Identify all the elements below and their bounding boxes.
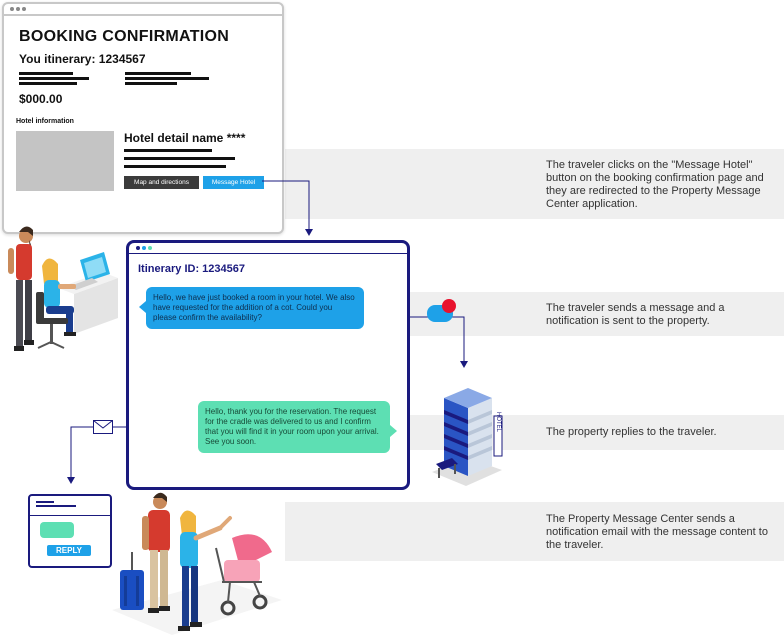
hotel-name: Hotel detail name **** (124, 131, 246, 145)
notification-bubble-icon (427, 299, 456, 322)
people-at-desk-illustration (8, 226, 118, 351)
hotel-info-label: Hotel information (16, 118, 74, 125)
email-message-bubble (40, 522, 74, 538)
placeholder-line (19, 82, 77, 85)
property-message-center-window: Itinerary ID: 1234567 Hello, we have jus… (126, 240, 410, 490)
step-text-3: The property replies to the traveler. (546, 426, 717, 438)
booking-window-titlebar (4, 4, 282, 16)
reply-button[interactable]: REPLY (47, 545, 91, 556)
arrowhead-icon (305, 229, 313, 236)
step-text-4: The Property Message Center sends a noti… (546, 513, 768, 551)
window-dot-icon (136, 246, 140, 250)
arrowhead-icon (67, 477, 75, 484)
message-itinerary-id: Itinerary ID: 1234567 (138, 263, 246, 275)
traveler-message-bubble: Hello, we have just booked a room in you… (139, 287, 364, 329)
booking-confirmation-window: BOOKING CONFIRMATION You itinerary: 1234… (2, 2, 284, 234)
hotel-sign: HOTEL (495, 412, 501, 433)
placeholder-line (19, 72, 73, 75)
step-text-2: The traveler sends a message and a notif… (546, 302, 725, 327)
map-directions-button[interactable]: Map and directions (124, 176, 199, 189)
property-reply-bubble: Hello, thank you for the reservation. Th… (198, 401, 397, 453)
placeholder-line (36, 501, 54, 503)
placeholder-line (125, 77, 209, 80)
booking-title: BOOKING CONFIRMATION (19, 28, 230, 45)
placeholder-line (36, 505, 76, 507)
step-band-4 (285, 502, 784, 561)
booking-itinerary: You itinerary: 1234567 (19, 52, 146, 66)
hotel-photo (16, 131, 114, 191)
window-dot-icon (22, 7, 26, 11)
booking-price: $000.00 (19, 92, 63, 106)
arrow-to-email-card (70, 426, 93, 478)
window-dot-icon (10, 7, 14, 11)
placeholder-line (30, 515, 110, 516)
window-dot-icon (16, 7, 20, 11)
notification-email-card: REPLY (28, 494, 112, 568)
arrow-booking-to-message (262, 180, 310, 230)
arrowhead-icon (460, 361, 468, 368)
envelope-icon (93, 420, 113, 434)
placeholder-line (124, 165, 226, 168)
message-window-titlebar (129, 243, 407, 254)
hotel-building-illustration: HOTEL (432, 388, 503, 486)
step-band-1 (285, 149, 784, 219)
window-dot-icon (142, 246, 146, 250)
placeholder-line (125, 72, 191, 75)
placeholder-line (19, 77, 89, 80)
placeholder-line (125, 82, 177, 85)
placeholder-line (124, 149, 212, 152)
message-hotel-button[interactable]: Message Hotel (203, 176, 264, 189)
step-text-1: The traveler clicks on the "Message Hote… (546, 159, 764, 210)
window-dot-icon (148, 246, 152, 250)
family-with-stroller-illustration (112, 492, 282, 635)
placeholder-line (124, 157, 235, 160)
